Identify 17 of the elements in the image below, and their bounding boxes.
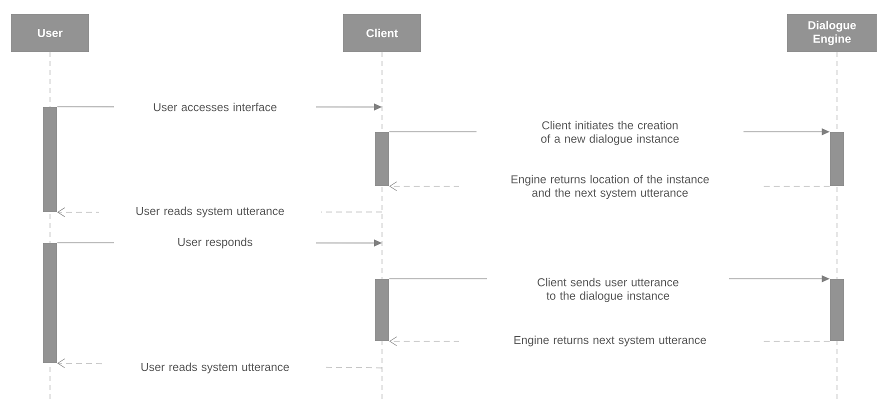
activation-bar [43,243,58,363]
activation-bar [830,279,844,341]
activation-bar [830,132,844,186]
activation-bar [375,132,389,186]
activation-bar [43,107,58,212]
edge-label: User reads system utterance [99,206,321,218]
edge-label: User reads system utterance [104,362,326,374]
participant-box: Client [343,14,421,52]
edge-label: User responds [114,236,316,250]
edge-label: Engine returns next system utterance [459,334,761,348]
activation-bar [375,279,389,341]
edge-label: User accesses interface [114,102,316,112]
edge-label: Engine returns location of the instance and the next system utterance [459,174,761,200]
participant-box: User [11,14,90,52]
edge-label: Client sends user utterance to the dialogue instance [487,276,729,304]
participant-box: Dialogue Engine [787,14,877,52]
edge-label: Client initiates the creation of a new dialogue instance [476,120,744,146]
